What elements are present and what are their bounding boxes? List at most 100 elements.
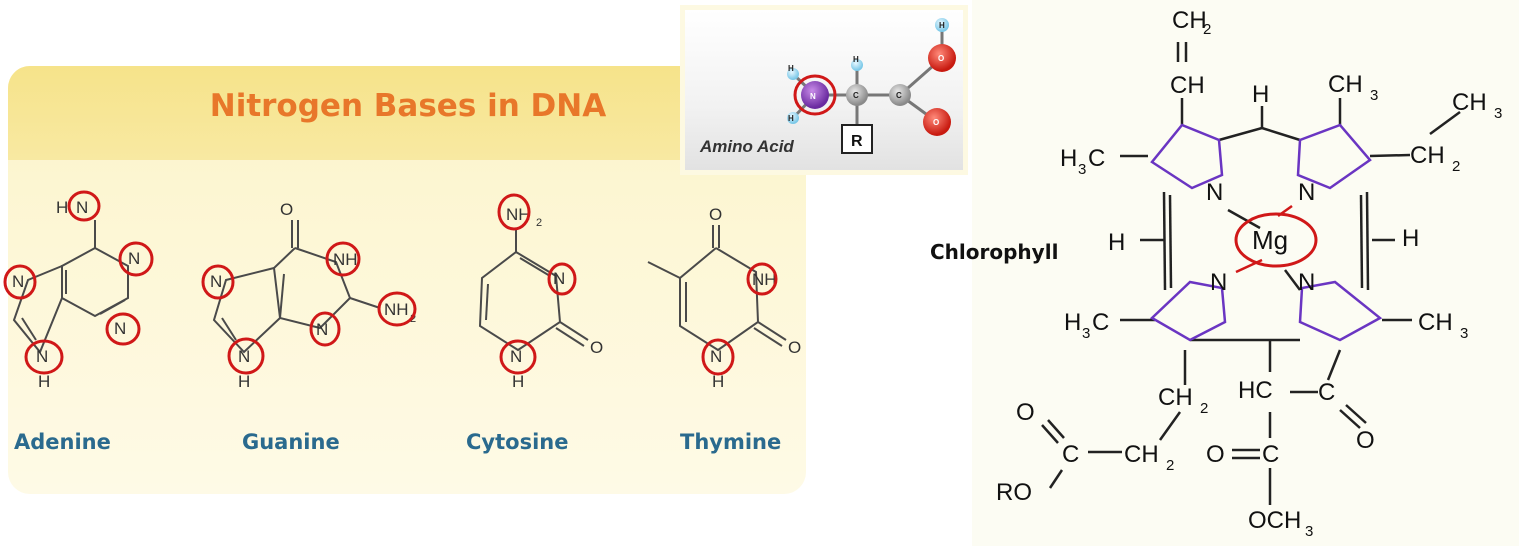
ketone-o-label: O	[1356, 427, 1375, 454]
propionate-ch2-b-sub: 2	[1166, 457, 1174, 474]
adenine-h-atom: H	[56, 198, 68, 217]
guanine-n3: N	[316, 320, 328, 339]
guanine-n7-highlight	[201, 264, 235, 300]
amino-n-atom	[801, 81, 829, 109]
ch3-bottom-sub: 3	[1460, 325, 1468, 342]
cytosine-nh2: NH	[506, 205, 531, 224]
amino-n-highlight	[793, 74, 837, 116]
thymine-nh: NH	[752, 270, 777, 289]
amino-acid-structure: H H H H N C C O O R Amino Acid	[699, 18, 956, 156]
adenine-n3: N	[114, 319, 126, 338]
cytosine-nh2-highlight	[497, 193, 531, 231]
methylester-c-label: C	[1262, 441, 1279, 468]
thymine-nh-highlight	[746, 262, 778, 296]
ring-c-label: C	[1318, 379, 1335, 406]
adenine-n9: N	[36, 347, 48, 366]
cytosine-n1-highlight	[499, 339, 537, 375]
guanine-n7: N	[210, 272, 222, 291]
och3-sub: 3	[1305, 523, 1313, 540]
r-group-label: R	[851, 133, 863, 150]
dna-header-band	[8, 66, 806, 160]
guanine-n9: N	[238, 347, 250, 366]
guanine-nh2: NH	[384, 300, 409, 319]
pyrrole-n-2: N	[1298, 179, 1315, 206]
adenine-n3-highlight	[105, 312, 141, 346]
mg-bond-arrow-1	[1277, 204, 1293, 218]
guanine-nh-highlight	[325, 241, 361, 277]
amino-acid-label: Amino Acid	[699, 137, 794, 156]
cytosine-o: O	[590, 338, 603, 357]
ch3-top-label: CH	[1328, 71, 1363, 98]
guanine-nh2-highlight	[377, 291, 417, 327]
propionate-ch2-b: CH	[1124, 441, 1159, 468]
adenine-n9-highlight	[24, 339, 64, 375]
alpha-c-atom	[846, 84, 868, 106]
amino-h-atom-2	[787, 112, 799, 124]
amino-n-label: N	[810, 92, 816, 101]
amino-h-label-2: H	[788, 114, 794, 123]
carbonyl-o-atom	[923, 108, 951, 136]
h3c-top-sub: 3	[1078, 161, 1086, 178]
r-group-box	[841, 124, 873, 154]
pyrrole-n-3: N	[1210, 269, 1227, 296]
base-name-adenine: Adenine	[14, 430, 111, 454]
ro-label: RO	[996, 479, 1032, 506]
h3c-bottom-sub: 3	[1082, 325, 1090, 342]
carbonyl-o-label: O	[933, 118, 939, 127]
methylester-o-label: O	[1206, 441, 1225, 468]
cytosine-nh2-sub: 2	[536, 217, 542, 229]
base-name-guanine: Guanine	[242, 430, 340, 454]
guanine-n9-highlight	[227, 337, 265, 375]
mg-bond-arrow-2	[1235, 258, 1263, 274]
thymine-n1-highlight	[701, 338, 735, 376]
ch3-bottom-label: CH	[1418, 309, 1453, 336]
chlorophyll-label: Chlorophyll	[930, 240, 1059, 264]
propionate-ch2-a-sub: 2	[1200, 400, 1208, 417]
chlorophyll-panel	[972, 0, 1519, 546]
guanine-o: O	[280, 200, 293, 219]
alpha-c-label: C	[853, 91, 859, 100]
thymine-o4: O	[709, 205, 722, 224]
thymine-n1: N	[710, 347, 722, 366]
dna-bases-panel	[8, 66, 806, 494]
thymine-o2: O	[788, 338, 801, 357]
ring-hc-label: HC	[1238, 377, 1273, 404]
cytosine-n1: N	[510, 347, 522, 366]
guanine-nh2-sub: 2	[410, 313, 416, 325]
h3c-top-c: C	[1088, 145, 1105, 172]
amino-h-label-1: H	[788, 64, 794, 73]
meso-h-left: H	[1108, 229, 1125, 256]
dna-panel-title: Nitrogen Bases in DNA	[209, 88, 607, 124]
cytosine-n3-highlight	[547, 262, 577, 296]
carboxyl-c-atom	[889, 84, 911, 106]
vinyl-ch2-label: CH	[1172, 7, 1207, 34]
guanine-n3-highlight	[309, 311, 341, 347]
dna-structures: H N N N N N H O NH N NH 2 N N H NH 2 N O…	[3, 190, 801, 391]
guanine-h9: H	[238, 372, 250, 391]
adenine-n1-highlight	[118, 241, 154, 277]
propionate-ch2-a: CH	[1158, 384, 1193, 411]
hydroxyl-o-label: O	[938, 54, 944, 63]
hydroxyl-o-atom	[928, 44, 956, 72]
ethyl-ch3-label: CH	[1452, 89, 1487, 116]
ch3-top-sub: 3	[1370, 87, 1378, 104]
adenine-n7-highlight	[3, 264, 37, 300]
h3c-bottom-c: C	[1092, 309, 1109, 336]
adenine-amine-highlight	[67, 190, 101, 222]
carboxyl-c-label: C	[896, 91, 902, 100]
alpha-h-atom	[851, 59, 863, 71]
ethyl-ch2-label: CH	[1410, 142, 1445, 169]
vinyl-ch-label: CH	[1170, 72, 1205, 99]
adenine-n1: N	[128, 249, 140, 268]
pyrrole-n-4: N	[1298, 269, 1315, 296]
adenine-amine-n: N	[76, 198, 88, 217]
meso-h-top: H	[1252, 81, 1269, 108]
ethyl-ch3-sub: 3	[1494, 105, 1502, 122]
h3c-top-h: H	[1060, 145, 1077, 172]
thymine-h1: H	[712, 372, 724, 391]
adenine-h9: H	[38, 372, 50, 391]
mg-highlight	[1234, 212, 1318, 268]
ester-c-label: C	[1062, 441, 1079, 468]
hydroxyl-h-atom	[935, 18, 949, 32]
